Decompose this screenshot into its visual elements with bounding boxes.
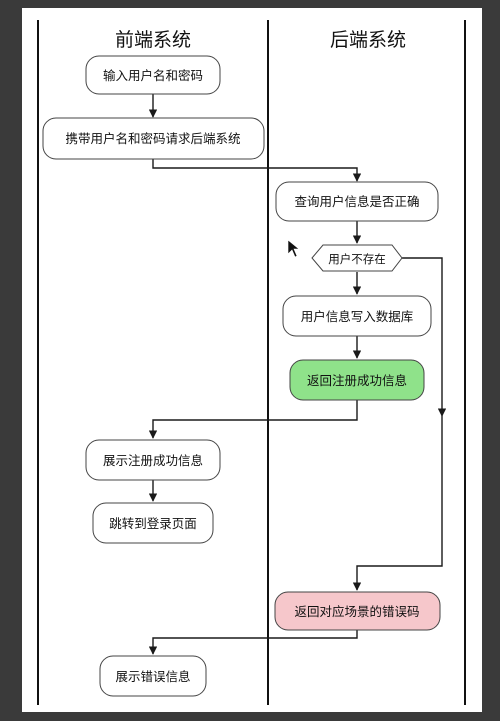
- arrow-decision-error-branch: [402, 257, 443, 412]
- node-return-success: 返回注册成功信息: [289, 359, 425, 401]
- arrow-success-to-show: [148, 400, 358, 439]
- node-return-success-label: 返回注册成功信息: [307, 373, 407, 388]
- node-show-success-label: 展示注册成功信息: [103, 453, 203, 468]
- lane-title-backend: 后端系统: [330, 29, 406, 51]
- arrow-request-to-check: [152, 159, 362, 182]
- node-return-error: 返回对应场景的错误码: [274, 591, 441, 631]
- node-return-error-label: 返回对应场景的错误码: [294, 604, 419, 619]
- arrow-branch-to-error: [352, 416, 443, 591]
- node-show-success: 展示注册成功信息: [85, 439, 221, 481]
- node-check-user: 查询用户信息是否正确: [275, 181, 439, 222]
- node-redirect-login-label: 跳转到登录页面: [109, 516, 197, 531]
- node-write-db: 用户信息写入数据库: [282, 295, 432, 337]
- node-redirect-login: 跳转到登录页面: [92, 502, 214, 544]
- decision-user-not-exist-label: 用户不存在: [328, 252, 386, 266]
- node-input-credentials: 输入用户名和密码: [85, 55, 221, 95]
- node-send-request-label: 携带用户名和密码请求后端系统: [65, 131, 240, 146]
- lane-title-frontend: 前端系统: [115, 29, 191, 51]
- node-check-user-label: 查询用户信息是否正确: [294, 194, 419, 209]
- arrow-error-to-show: [148, 630, 358, 655]
- mouse-cursor-icon: [287, 239, 300, 258]
- decision-user-not-exist: 用户不存在: [311, 244, 403, 272]
- node-show-error: 展示错误信息: [99, 655, 207, 697]
- connectors: [148, 94, 447, 655]
- node-write-db-label: 用户信息写入数据库: [301, 309, 414, 324]
- node-show-error-label: 展示错误信息: [115, 669, 190, 684]
- node-input-credentials-label: 输入用户名和密码: [103, 68, 203, 83]
- node-send-request: 携带用户名和密码请求后端系统: [42, 117, 265, 160]
